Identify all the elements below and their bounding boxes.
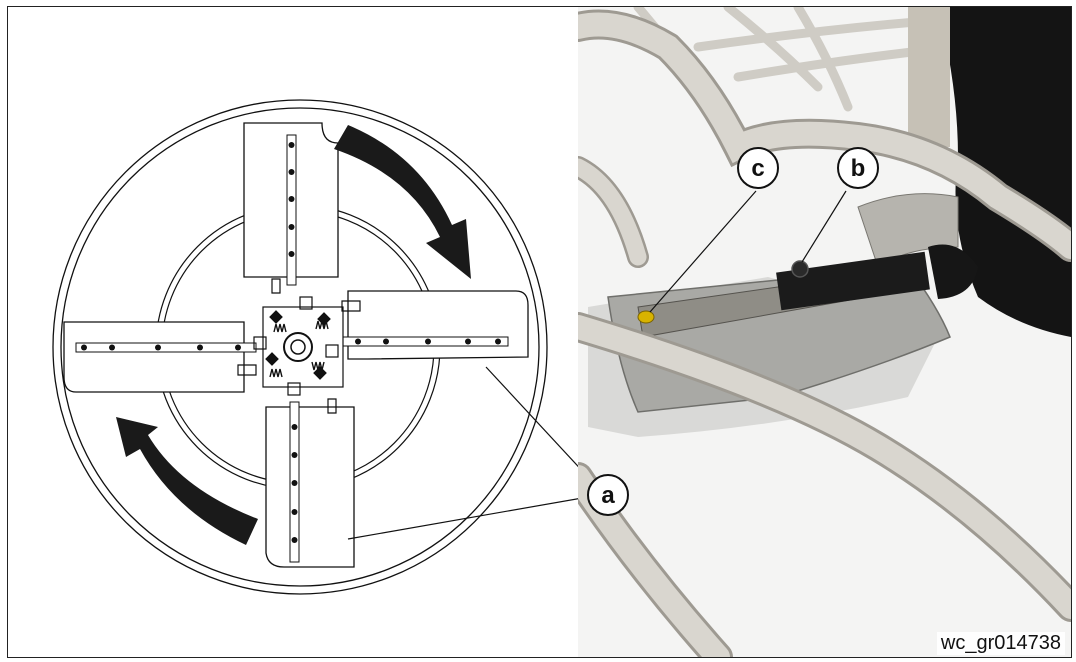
blade-bottom: [265, 401, 355, 568]
figure-id: wc_gr014738: [936, 632, 1065, 655]
outer-guard-ring-inner: [60, 107, 540, 587]
adjustment-bracket: [776, 251, 930, 311]
callout-layer: a c b: [587, 147, 879, 516]
trowel-photo-panel: [563, 7, 1071, 657]
blade-right: [337, 290, 529, 360]
figure-frame: a c b wc_gr014738: [7, 6, 1072, 658]
yellow-bolt: [637, 310, 655, 324]
callout-b-leader: [801, 190, 847, 263]
rotation-arrow-bottom-left: [116, 417, 258, 545]
callout-c: c: [737, 147, 779, 189]
bracket-bolt: [791, 260, 809, 278]
gearbox-housing: [938, 7, 1071, 337]
callout-b: b: [837, 147, 879, 189]
blade-diagram-panel: [8, 7, 589, 657]
guard-tubes: [563, 9, 1071, 657]
callout-a: a: [587, 474, 629, 516]
gearbox-plate: [908, 7, 950, 147]
rotation-arrow-top-right: [334, 125, 471, 279]
callout-c-label: c: [751, 155, 764, 182]
blade-diagram: [52, 99, 589, 595]
hub-mechanism: [237, 278, 361, 414]
blade-top: [243, 122, 339, 286]
outer-guard-ring: [52, 99, 548, 595]
callout-c-leader: [649, 190, 757, 313]
blade-left: [63, 321, 257, 393]
callout-a-leader-1: [485, 366, 589, 478]
callout-a-leader-2: [347, 496, 589, 540]
callout-a-label: a: [601, 482, 615, 509]
trowel-photo: [563, 7, 1071, 657]
arm-joint: [928, 244, 978, 299]
callout-b-label: b: [851, 155, 866, 182]
